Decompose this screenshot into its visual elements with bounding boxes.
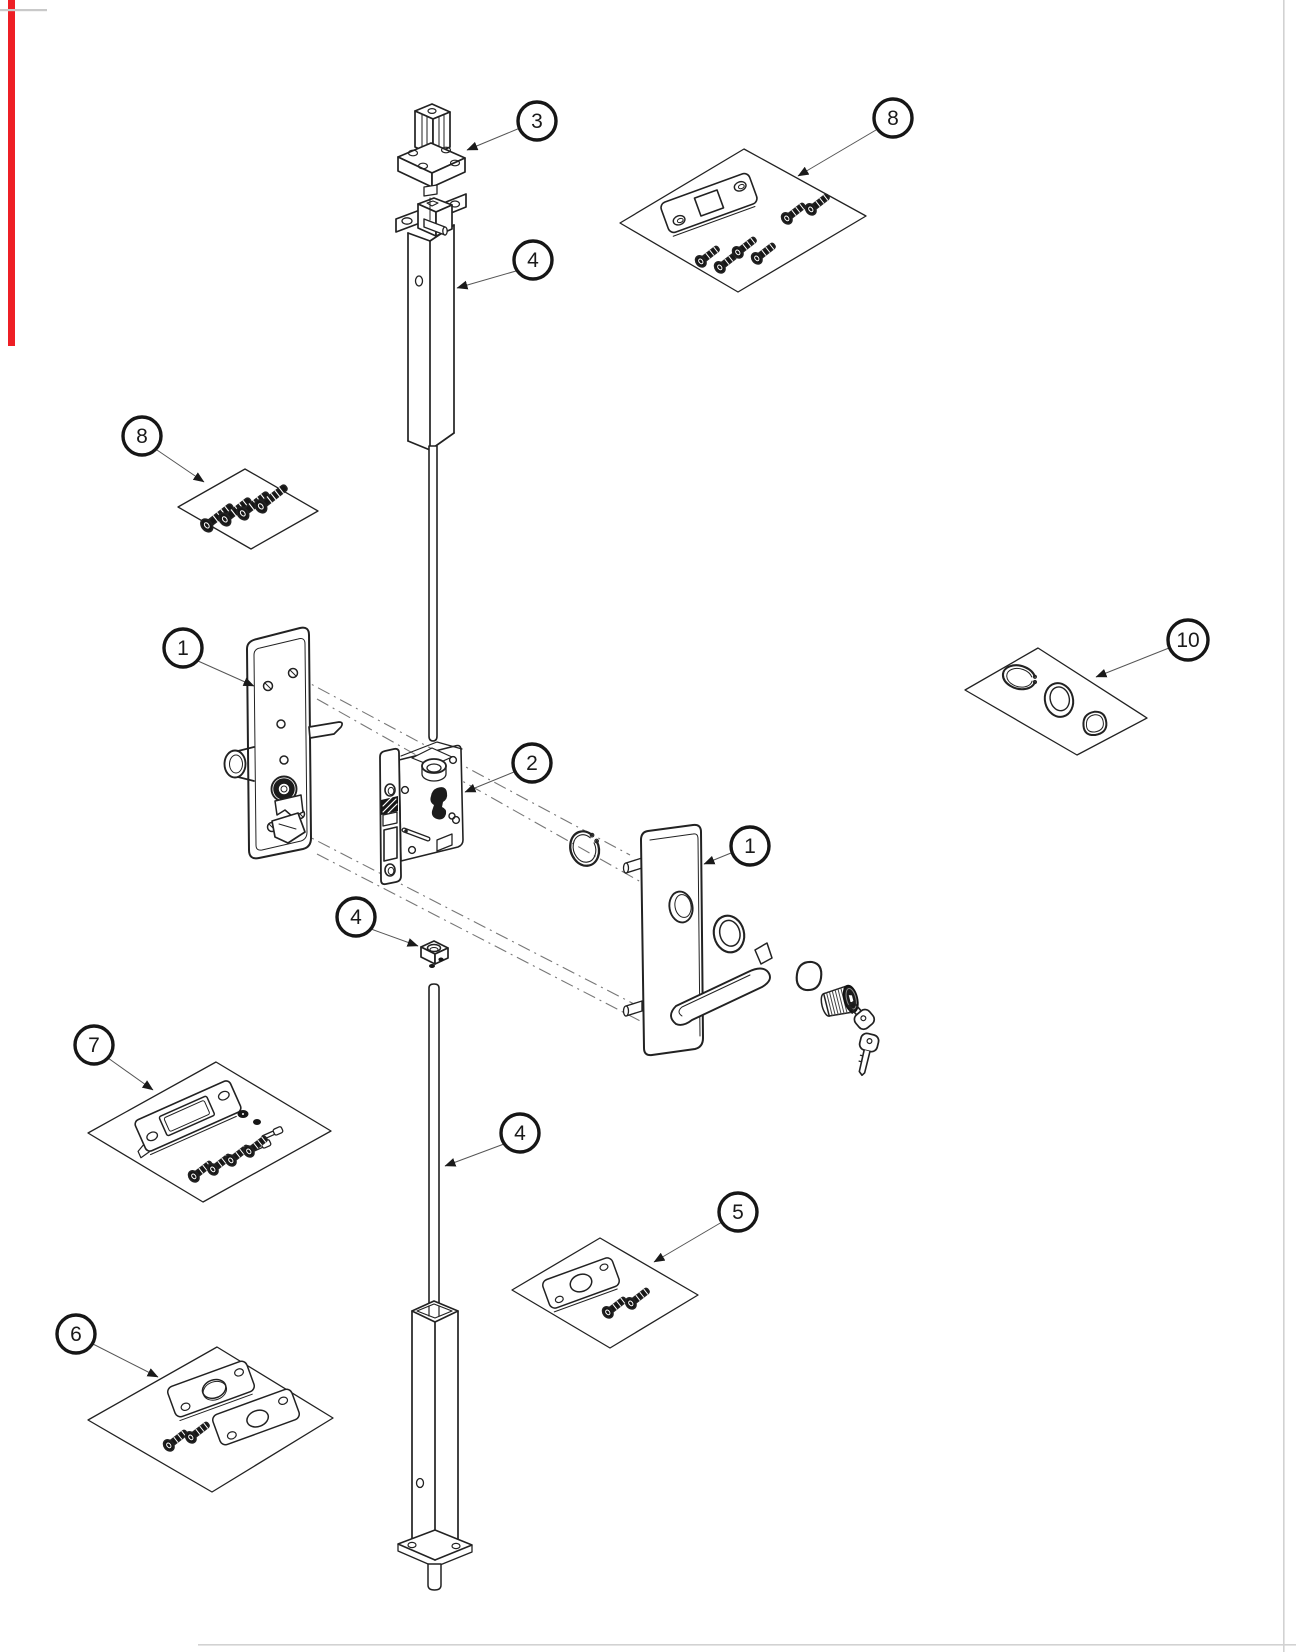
trim-collar — [712, 914, 746, 954]
callout-lock-body: 2 — [511, 742, 553, 784]
mortise-lock-body — [379, 741, 464, 886]
top-strike-plate — [660, 172, 758, 237]
callout-label: 1 — [744, 835, 756, 858]
callout-label: 6 — [70, 1323, 82, 1346]
top-bolt — [397, 103, 466, 221]
mortise-cylinder — [820, 984, 859, 1017]
callout-label: 2 — [526, 752, 538, 775]
snap-ring — [569, 830, 601, 867]
ring-kit — [964, 647, 1148, 756]
callout-label: 10 — [1176, 629, 1199, 652]
bottom-page-border — [198, 1644, 1296, 1646]
top-rod-channel — [407, 224, 455, 451]
callout-strike-kit-top: 8 — [872, 97, 914, 139]
callout-label: 5 — [732, 1201, 744, 1224]
screw-kit-left — [177, 468, 319, 550]
callout-rod-connector: 4 — [335, 896, 377, 938]
callout-label: 8 — [887, 107, 899, 130]
callout-screw-kit-left: 8 — [121, 415, 163, 457]
callout-plate-kit-bottom: 6 — [55, 1313, 97, 1355]
callout-label: 8 — [136, 425, 148, 448]
callout-label: 4 — [527, 249, 539, 272]
outside-escutcheon-plate — [640, 823, 704, 1057]
callout-strike-kit-bottom: 5 — [717, 1191, 759, 1233]
rod-connector-nut — [420, 940, 449, 968]
right-page-border — [1283, 0, 1285, 1652]
centerline-axes — [295, 675, 649, 1026]
red-accent-bar — [8, 0, 15, 346]
callout-bottom-rod: 4 — [499, 1112, 541, 1154]
outside-escutcheon-assembly — [569, 823, 880, 1077]
top-left-rule — [0, 9, 47, 12]
lever-handle — [670, 942, 773, 1026]
strike-kit-bottom-5 — [511, 1237, 699, 1349]
callouts: 3 8 4 8 1 2 10 1 — [55, 97, 1210, 1355]
callout-top-bolt: 3 — [516, 100, 558, 142]
spacer-gasket — [795, 960, 823, 992]
callout-outside-escutcheon: 1 — [729, 825, 771, 867]
callout-label: 3 — [531, 110, 543, 133]
strike-kit-top — [619, 148, 867, 293]
key-1 — [848, 1000, 876, 1031]
top-bolt-bracket — [395, 193, 467, 237]
callout-label: 4 — [350, 906, 362, 929]
top-rod — [428, 445, 438, 742]
inside-escutcheon — [223, 626, 343, 860]
cylinder-hole — [668, 890, 694, 924]
key-2 — [858, 1032, 880, 1077]
callout-label: 1 — [177, 637, 189, 660]
bottom-rod — [428, 983, 440, 1313]
callout-leaders — [90, 127, 1170, 1378]
callout-strike-kit-left: 7 — [73, 1024, 115, 1066]
plate-kit-bottom-6 — [87, 1346, 334, 1493]
callout-label: 7 — [88, 1034, 100, 1057]
strike-kit-left-7 — [87, 1061, 332, 1203]
callout-top-rod: 4 — [512, 239, 554, 281]
callout-ring-kit: 10 — [1166, 618, 1210, 662]
bottom-rod-channel — [397, 1300, 473, 1591]
callout-inside-escutcheon: 1 — [162, 627, 204, 669]
callout-label: 4 — [514, 1122, 526, 1145]
